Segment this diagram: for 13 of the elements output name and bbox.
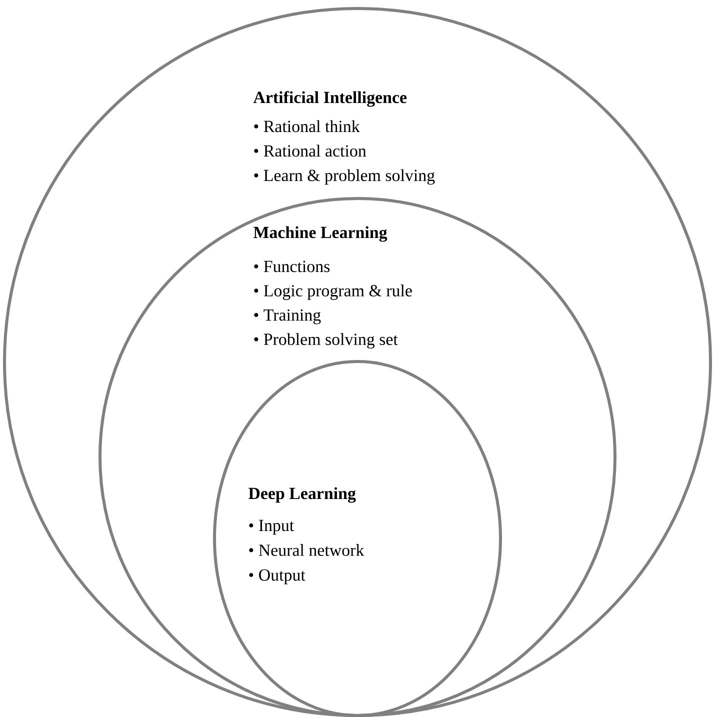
heading: Machine Learning: [254, 226, 388, 242]
bullet-item: • Rational think: [254, 120, 360, 132]
bullet-item: • Input: [249, 520, 294, 535]
heading: Deep Learning: [248, 487, 356, 503]
bullet-item: • Learn & problem solving: [254, 169, 435, 185]
bullet-item: • Functions: [254, 260, 330, 272]
bullet-item: • Neural network: [249, 544, 364, 556]
bullet-item: • Training: [254, 309, 321, 324]
bullet-item: • Output: [249, 569, 306, 584]
bullet-item: • Rational action: [254, 144, 366, 157]
bullet-item: • Problem solving set: [254, 333, 398, 349]
heading: Artificial Intelligence: [253, 91, 407, 107]
bullet-item: • Logic program & rule: [254, 284, 412, 300]
